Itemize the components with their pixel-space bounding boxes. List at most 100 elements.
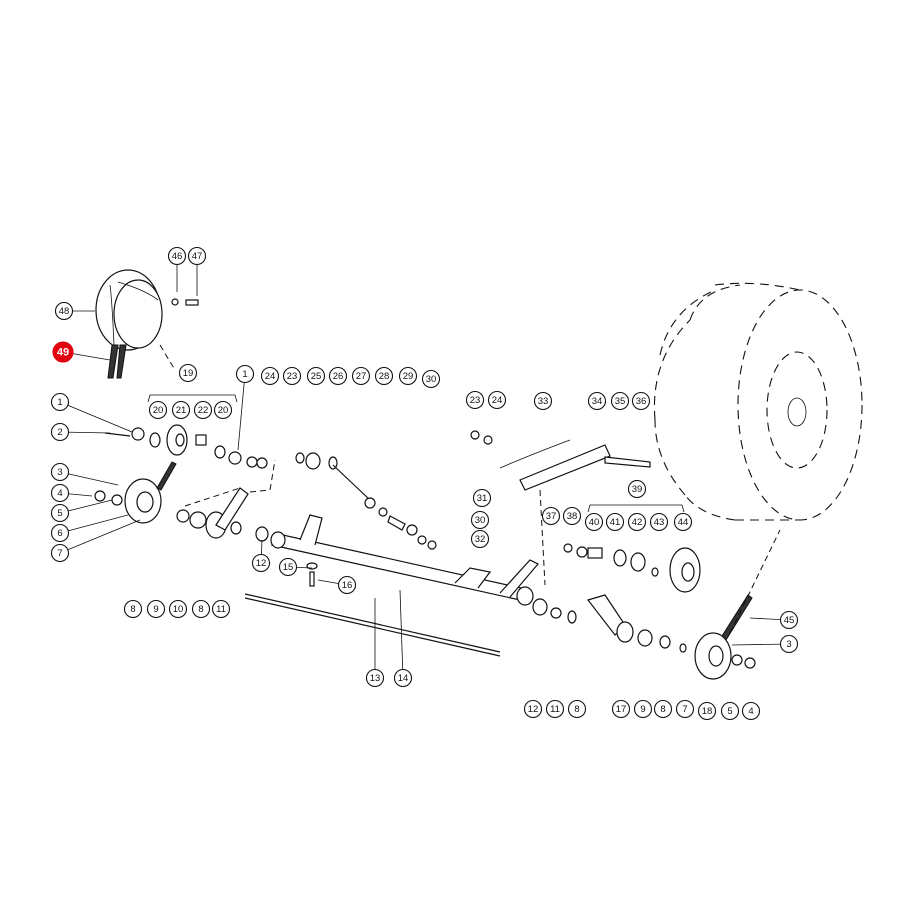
- callout-number: 25: [311, 371, 322, 382]
- callout-28[interactable]: 28: [374, 366, 394, 386]
- callout-7[interactable]: 7: [675, 699, 695, 719]
- callout-38[interactable]: 38: [562, 506, 582, 526]
- callout-20[interactable]: 20: [148, 400, 168, 420]
- callout-circle: [148, 400, 168, 420]
- callout-8[interactable]: 8: [567, 699, 587, 719]
- callout-12[interactable]: 12: [251, 553, 271, 573]
- callout-circle: [213, 400, 233, 420]
- callout-17[interactable]: 17: [611, 699, 631, 719]
- callout-circle: [779, 634, 799, 654]
- callout-25[interactable]: 25: [306, 366, 326, 386]
- callout-number: 44: [678, 517, 689, 528]
- callout-29[interactable]: 29: [398, 366, 418, 386]
- callout-24[interactable]: 24: [260, 366, 280, 386]
- callout-number: 7: [57, 548, 62, 559]
- callout-circle: [171, 400, 191, 420]
- callout-circle: [587, 391, 607, 411]
- callout-13[interactable]: 13: [365, 668, 385, 688]
- callout-circle: [191, 599, 211, 619]
- callout-circle: [610, 391, 630, 411]
- belt-pulley-assembly: [95, 269, 176, 379]
- callout-6[interactable]: 6: [50, 523, 70, 543]
- callout-7[interactable]: 7: [50, 543, 70, 563]
- callout-36[interactable]: 36: [631, 391, 651, 411]
- callout-47[interactable]: 47: [187, 246, 207, 266]
- callout-19[interactable]: 19: [178, 363, 198, 383]
- callout-24[interactable]: 24: [487, 390, 507, 410]
- callout-18[interactable]: 18: [697, 701, 717, 721]
- callout-45[interactable]: 45: [779, 610, 799, 630]
- callout-16[interactable]: 16: [337, 575, 357, 595]
- callout-number: 39: [632, 484, 643, 495]
- callout-34[interactable]: 34: [587, 391, 607, 411]
- callout-2[interactable]: 2: [50, 422, 70, 442]
- callout-35[interactable]: 35: [610, 391, 630, 411]
- callout-44[interactable]: 44: [673, 512, 693, 532]
- callout-circle: [351, 366, 371, 386]
- callout-number: 37: [546, 511, 557, 522]
- callout-12[interactable]: 12: [523, 699, 543, 719]
- callout-33[interactable]: 33: [533, 391, 553, 411]
- callout-14[interactable]: 14: [393, 668, 413, 688]
- callout-highlighted-49[interactable]: 49: [52, 341, 74, 363]
- callout-number: 8: [198, 604, 203, 615]
- callout-8[interactable]: 8: [123, 599, 143, 619]
- callout-circle: [472, 488, 492, 508]
- callout-number: 21: [176, 405, 187, 416]
- callout-9[interactable]: 9: [146, 599, 166, 619]
- callout-circle: [567, 699, 587, 719]
- callout-30[interactable]: 30: [421, 369, 441, 389]
- callout-11[interactable]: 11: [545, 699, 565, 719]
- callout-8[interactable]: 8: [191, 599, 211, 619]
- callout-23[interactable]: 23: [465, 390, 485, 410]
- callout-15[interactable]: 15: [278, 557, 298, 577]
- callout-number: 34: [592, 396, 603, 407]
- callout-1[interactable]: 1: [235, 364, 255, 384]
- callout-31[interactable]: 31: [472, 488, 492, 508]
- left-hardware: [94, 298, 276, 542]
- callout-number: 49: [57, 347, 69, 359]
- callout-circle: [50, 462, 70, 482]
- callout-37[interactable]: 37: [541, 506, 561, 526]
- callout-40[interactable]: 40: [584, 512, 604, 532]
- callout-22[interactable]: 22: [193, 400, 213, 420]
- callout-circle: [627, 479, 647, 499]
- callout-3[interactable]: 3: [779, 634, 799, 654]
- callout-circle: [605, 512, 625, 532]
- callout-5[interactable]: 5: [50, 503, 70, 523]
- callout-10[interactable]: 10: [168, 599, 188, 619]
- callout-43[interactable]: 43: [649, 512, 669, 532]
- callout-circle: [187, 246, 207, 266]
- callout-26[interactable]: 26: [328, 366, 348, 386]
- callout-4[interactable]: 4: [741, 701, 761, 721]
- callout-circle: [741, 701, 761, 721]
- callout-48[interactable]: 48: [54, 301, 74, 321]
- callout-11[interactable]: 11: [211, 599, 231, 619]
- callout-circle: [306, 366, 326, 386]
- callout-23[interactable]: 23: [282, 366, 302, 386]
- callout-number: 23: [470, 395, 481, 406]
- callout-46[interactable]: 46: [167, 246, 187, 266]
- callout-5[interactable]: 5: [720, 701, 740, 721]
- callout-9[interactable]: 9: [633, 699, 653, 719]
- callout-number: 24: [265, 371, 276, 382]
- callout-30[interactable]: 30: [470, 510, 490, 530]
- callout-42[interactable]: 42: [627, 512, 647, 532]
- middle-hardware: [295, 430, 651, 586]
- callout-21[interactable]: 21: [171, 400, 191, 420]
- callout-39[interactable]: 39: [627, 479, 647, 499]
- callout-circle: [167, 246, 187, 266]
- callout-3[interactable]: 3: [50, 462, 70, 482]
- callout-number: 3: [786, 639, 791, 650]
- callout-number: 7: [682, 704, 687, 715]
- callout-32[interactable]: 32: [470, 529, 490, 549]
- callout-8[interactable]: 8: [653, 699, 673, 719]
- callout-circle: [398, 366, 418, 386]
- callout-20[interactable]: 20: [213, 400, 233, 420]
- callout-4[interactable]: 4: [50, 483, 70, 503]
- callout-circle: [178, 363, 198, 383]
- callout-1[interactable]: 1: [50, 392, 70, 412]
- callout-27[interactable]: 27: [351, 366, 371, 386]
- callout-41[interactable]: 41: [605, 512, 625, 532]
- callout-circle: [337, 575, 357, 595]
